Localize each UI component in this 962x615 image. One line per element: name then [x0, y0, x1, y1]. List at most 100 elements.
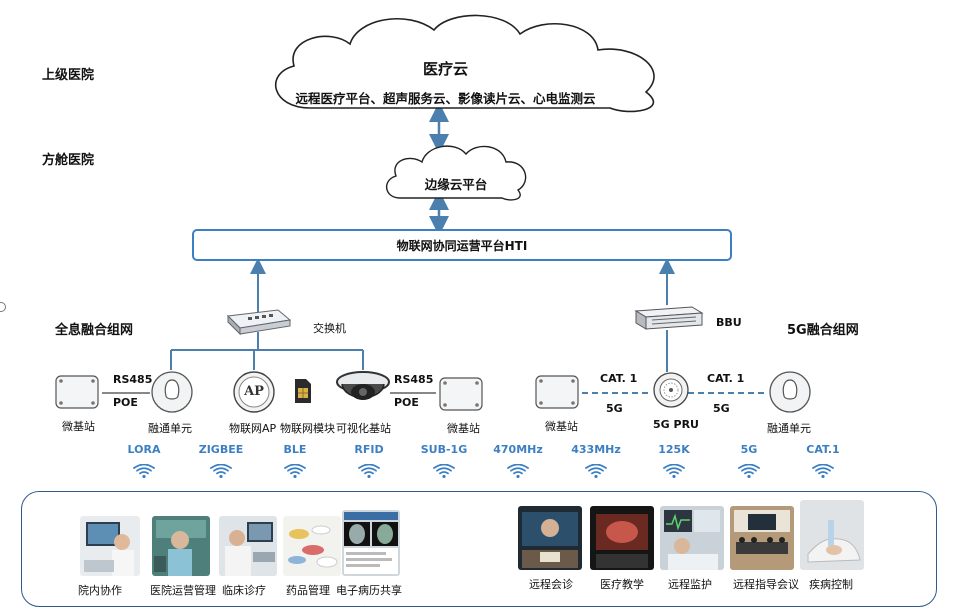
medical-cloud-title: 医疗云	[422, 60, 468, 78]
poe-left-label: POE	[113, 396, 138, 409]
poe-right-label: POE	[394, 396, 419, 409]
micro-base-station-3-label: 微基站	[545, 420, 578, 433]
tier-holographic-network: 全息融合组网	[55, 323, 134, 338]
app-caption-guidance-meeting: 远程指导会议	[733, 578, 799, 591]
tier-cabin-hospital: 方舱医院	[42, 153, 95, 168]
5g-prru-device[interactable]	[652, 371, 690, 409]
app-thumb-teaching[interactable]	[590, 506, 654, 570]
freq-label-5g: 5G	[740, 443, 758, 456]
fusion-unit-1[interactable]	[150, 370, 194, 414]
iot-ap-label: 物联网AP	[229, 422, 277, 435]
micro-base-station-1-label: 微基站	[62, 420, 95, 433]
freq-label-lora: LORA	[127, 443, 161, 456]
visual-base-station[interactable]	[334, 368, 392, 412]
medical-cloud-subtitle: 远程医疗平台、超声服务云、影像读片云、心电监测云	[295, 91, 596, 106]
ap-icon	[233, 371, 275, 413]
switch-label: 交换机	[313, 322, 346, 335]
app-thumb-consultation[interactable]	[518, 506, 582, 570]
freq-label-rfid: RFID	[354, 443, 384, 456]
app-thumb-monitoring[interactable]	[660, 506, 724, 570]
app-thumb-pharmacy[interactable]	[283, 516, 341, 576]
app-caption-operations: 医院运营管理	[150, 584, 216, 597]
iot-module-device[interactable]	[292, 376, 314, 406]
app-caption-clinical: 临床诊疗	[222, 584, 266, 597]
app-caption-emr: 电子病历共享	[336, 584, 402, 597]
fusion-unit-1-label: 融通单元	[148, 422, 192, 435]
app-caption-monitoring: 远程监护	[668, 578, 712, 591]
iot-ap-device[interactable]: AP	[232, 370, 276, 414]
medical-cloud: 医疗云 远程医疗平台、超声服务云、影像读片云、心电监测云	[258, 8, 678, 116]
freq-label-470mhz: 470MHz	[493, 443, 543, 456]
edge-cloud-title: 边缘云平台	[424, 177, 488, 192]
iot-module-label: 物联网模块	[280, 422, 335, 435]
cat1-left-label: CAT. 1	[600, 372, 638, 385]
wireless-signal-icon	[433, 464, 455, 478]
pills-photo-icon	[283, 516, 341, 576]
app-caption-pharmacy: 药品管理	[286, 584, 330, 597]
teaching-photo-icon	[590, 506, 654, 570]
micro-base-station-1[interactable]	[52, 372, 102, 412]
micro-base-station-2-label: 微基站	[447, 422, 480, 435]
switch-icon	[226, 309, 292, 336]
wireless-signal-icon	[507, 464, 529, 478]
sim-module-icon	[295, 379, 311, 403]
consultation-photo-icon	[518, 506, 582, 570]
micro-base-station-icon	[439, 377, 483, 411]
micro-base-station-icon	[535, 375, 579, 409]
rs485-right-label: RS485	[394, 373, 434, 386]
freq-label-zigbee: ZIGBEE	[198, 443, 244, 456]
clinical-photo-icon	[219, 516, 277, 576]
freq-label-sub1g: SUB-1G	[420, 443, 468, 456]
rs485-left-label: RS485	[113, 373, 153, 386]
emr-screen-icon	[342, 510, 400, 576]
edge-cloud: 边缘云平台	[380, 140, 532, 202]
prru-icon	[653, 372, 689, 408]
app-thumb-operations[interactable]	[152, 516, 210, 576]
app-thumb-disease-control[interactable]	[800, 500, 864, 570]
bbu-label: BBU	[716, 316, 742, 329]
micro-base-station-icon	[55, 375, 99, 409]
cat1-right-label: CAT. 1	[707, 372, 745, 385]
fusion-unit-2[interactable]	[768, 370, 812, 414]
edge-marker	[0, 302, 6, 312]
freq-label-cat1: CAT.1	[806, 443, 840, 456]
tier-5g-network: 5G融合组网	[787, 323, 859, 338]
edge-cloud-shape-icon	[386, 145, 527, 201]
fusion-unit-icon	[769, 371, 811, 413]
freq-label-125k: 125K	[658, 443, 690, 456]
app-caption-consultation: 远程会诊	[529, 578, 573, 591]
app-thumb-emr[interactable]	[342, 510, 400, 576]
bbu-device[interactable]	[632, 303, 704, 333]
ap-glyph: AP	[244, 384, 264, 399]
wireless-signal-icon	[210, 464, 232, 478]
tier-upper-hospital: 上级医院	[42, 68, 95, 83]
fusion-unit-2-label: 融通单元	[767, 422, 811, 435]
operations-photo-icon	[152, 516, 210, 576]
fusion-unit-icon	[151, 371, 193, 413]
visual-base-station-label: 可视化基站	[336, 422, 391, 435]
5g-left-label: 5G	[606, 402, 623, 415]
wireless-signal-icon	[738, 464, 760, 478]
wireless-signal-icon	[358, 464, 380, 478]
5g-prru-label: 5G PRU	[653, 418, 699, 431]
micro-base-station-3[interactable]	[532, 372, 582, 412]
freq-label-433mhz: 433MHz	[571, 443, 621, 456]
app-thumb-collaboration[interactable]	[80, 516, 140, 576]
wireless-signal-icon	[663, 464, 685, 478]
switch-device[interactable]	[222, 308, 292, 336]
micro-base-station-2[interactable]	[436, 374, 486, 414]
wireless-signal-icon	[133, 464, 155, 478]
bbu-icon	[634, 306, 704, 330]
freq-label-ble: BLE	[283, 443, 307, 456]
wireless-signal-icon	[284, 464, 306, 478]
app-thumb-guidance-meeting[interactable]	[730, 506, 794, 570]
wireless-signal-icon	[585, 464, 607, 478]
app-thumb-clinical[interactable]	[219, 516, 277, 576]
meeting-room-photo-icon	[730, 506, 794, 570]
iot-platform-title: 物联网协同运营平台HTI	[396, 239, 528, 253]
app-caption-disease-control: 疾病控制	[809, 578, 853, 591]
monitoring-photo-icon	[660, 506, 724, 570]
app-caption-collaboration: 院内协作	[78, 584, 122, 597]
iot-platform-bar[interactable]: 物联网协同运营平台HTI	[192, 229, 732, 261]
